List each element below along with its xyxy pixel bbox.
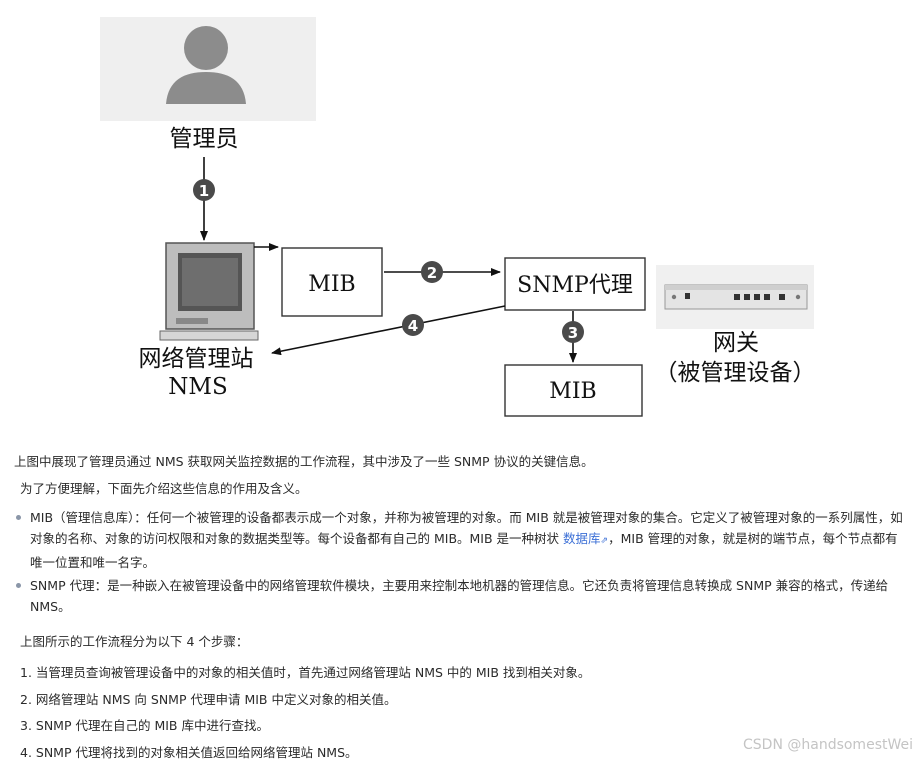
computer-icon bbox=[160, 243, 258, 340]
workflow-step-2: 2. 网络管理站 NMS 向 SNMP 代理申请 MIB 中定义对象的相关值。 bbox=[20, 687, 590, 714]
svg-text:2: 2 bbox=[427, 264, 437, 282]
workflow-intro: 上图所示的工作流程分为以下 4 个步骤： bbox=[20, 631, 248, 653]
database-link[interactable]: 数据库 bbox=[563, 531, 601, 546]
bullet-snmp: SNMP 代理：是一种嵌入在被管理设备中的网络管理软件模块，主要用来控制本地机器… bbox=[14, 575, 909, 617]
bullet-dot bbox=[16, 515, 21, 520]
workflow-step-1: 1. 当管理员查询被管理设备中的对象的相关值时，首先通过网络管理站 NMS 中的… bbox=[20, 660, 590, 687]
watermark: CSDN @handsomestWei bbox=[743, 737, 913, 753]
workflow-step-3: 3. SNMP 代理在自己的 MIB 库中进行查找。 bbox=[20, 713, 590, 740]
nms-label-line2: NMS bbox=[168, 374, 227, 400]
step-4-marker: 4 bbox=[402, 314, 424, 336]
intro-line-1: 上图中展现了管理员通过 NMS 获取网关监控数据的工作流程，其中涉及了一些 SN… bbox=[14, 451, 594, 473]
intro-line-2: 为了方便理解，下面先介绍这些信息的作用及含义。 bbox=[20, 478, 308, 500]
admin-avatar-icon bbox=[100, 17, 316, 121]
bullet-mib-text: MIB（管理信息库）：任何一个被管理的设备都表示成一个对象，并称为被管理的对象。… bbox=[30, 507, 909, 573]
svg-text:1: 1 bbox=[199, 182, 209, 200]
bullet-mib: MIB（管理信息库）：任何一个被管理的设备都表示成一个对象，并称为被管理的对象。… bbox=[14, 507, 909, 573]
gateway-label-line2: （被管理设备） bbox=[655, 360, 816, 386]
svg-text:4: 4 bbox=[408, 317, 418, 335]
admin-label: 管理员 bbox=[170, 126, 239, 152]
external-link-icon: ⇗ bbox=[601, 536, 609, 546]
step-1-marker: 1 bbox=[193, 179, 215, 201]
bullet-snmp-text: SNMP 代理：是一种嵌入在被管理设备中的网络管理软件模块，主要用来控制本地机器… bbox=[30, 575, 909, 617]
snmp-agent-label: SNMP代理 bbox=[517, 273, 633, 298]
step-2-marker: 2 bbox=[421, 261, 443, 283]
bullet-dot bbox=[16, 583, 21, 588]
nms-label-line1: 网络管理站 bbox=[139, 346, 254, 372]
mib-left-label: MIB bbox=[308, 272, 355, 297]
gateway-device-icon bbox=[656, 265, 814, 329]
workflow-step-4: 4. SNMP 代理将找到的对象相关值返回给网络管理站 NMS。 bbox=[20, 740, 590, 766]
gateway-label-line1: 网关 bbox=[713, 330, 759, 356]
snmp-workflow-diagram: 管理员 1 网络管理站 NMS MIB 2 SNMP代理 3 MIB 4 bbox=[0, 0, 921, 440]
step-3-marker: 3 bbox=[562, 321, 584, 343]
workflow-steps: 1. 当管理员查询被管理设备中的对象的相关值时，首先通过网络管理站 NMS 中的… bbox=[20, 660, 590, 766]
mib-bottom-label: MIB bbox=[549, 379, 596, 404]
svg-text:3: 3 bbox=[568, 324, 578, 342]
